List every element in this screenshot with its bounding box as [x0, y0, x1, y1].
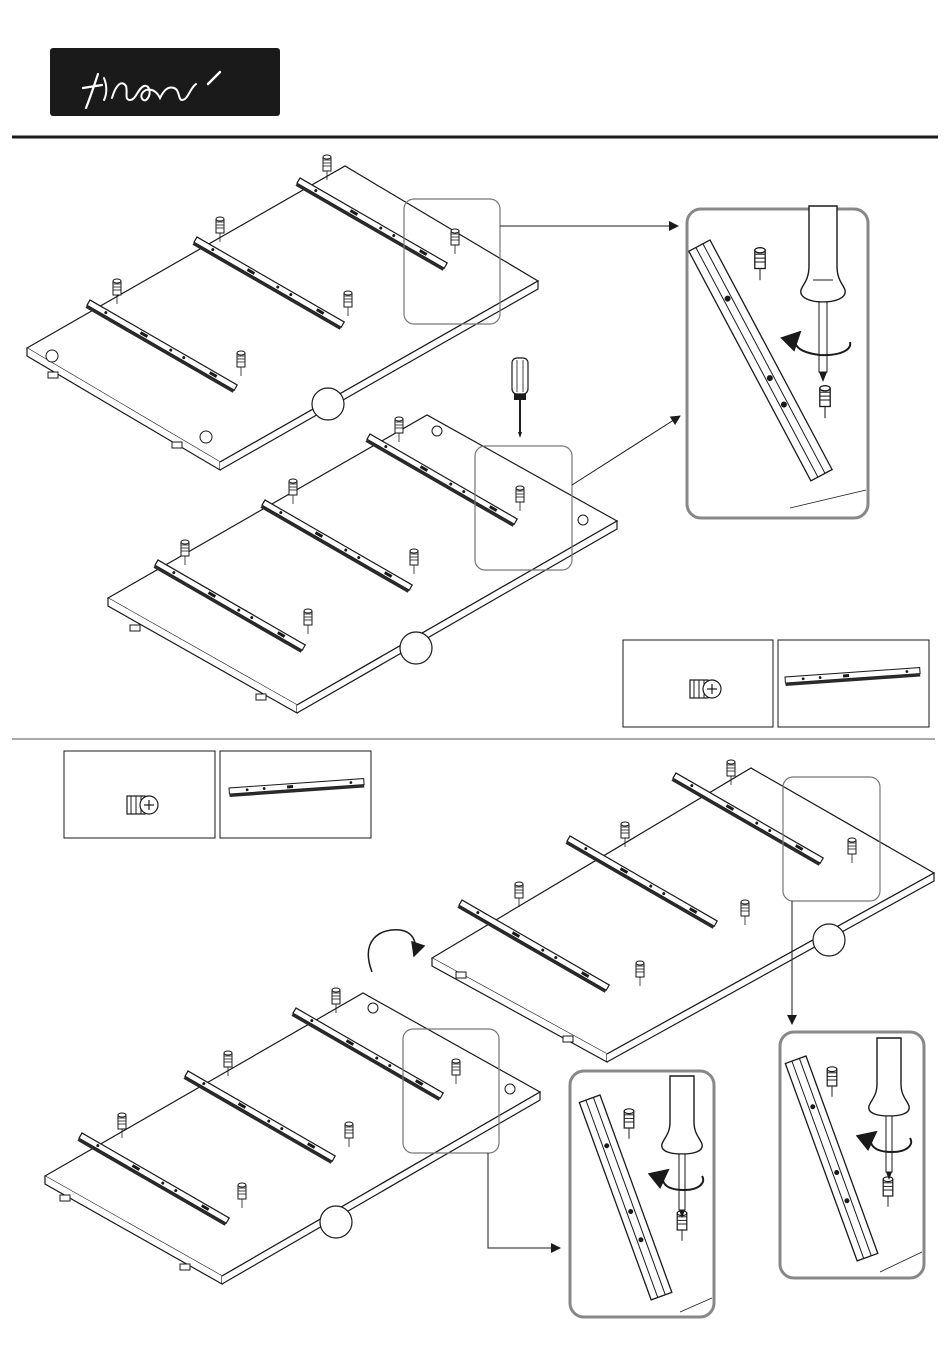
hole-marker — [400, 632, 432, 664]
callout-arrow — [572, 416, 680, 485]
cam-dowel-icon — [690, 680, 721, 698]
detail-view-top — [687, 206, 868, 518]
hole-marker — [813, 924, 845, 956]
cam-dowel-icon — [127, 796, 158, 814]
board-upper — [27, 155, 538, 470]
board-right — [432, 760, 934, 1062]
board-left — [45, 988, 540, 1284]
step-top — [27, 155, 929, 727]
step-bottom — [45, 751, 934, 1317]
detail-view-bottom-right — [780, 1032, 924, 1278]
parts-box-cam-dowel — [64, 751, 215, 838]
detail-view-bottom-left — [570, 1071, 714, 1317]
parts-box-drawer-rail — [778, 640, 929, 727]
hole-marker — [320, 1206, 352, 1238]
screwdriver-icon — [512, 358, 528, 438]
callout-arrow — [488, 1153, 560, 1248]
parts-box-cam-dowel — [623, 640, 773, 727]
parts-box-drawer-rail — [220, 751, 371, 838]
flip-arrow-icon — [368, 930, 415, 972]
hole-marker — [312, 388, 344, 420]
